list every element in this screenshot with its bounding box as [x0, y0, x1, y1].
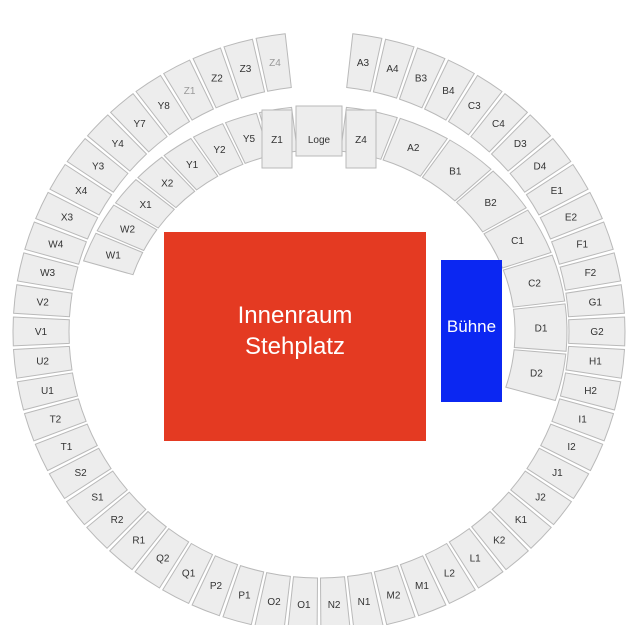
- inner-section-shape-c1[interactable]: [483, 209, 552, 269]
- outer-section-shape-k2[interactable]: [470, 510, 530, 571]
- outer-section-shape-y8[interactable]: [135, 74, 191, 136]
- loge-box[interactable]: [295, 105, 343, 157]
- inner-section-shape-c2[interactable]: [502, 254, 566, 308]
- outer-section-shape-x4[interactable]: [49, 163, 113, 216]
- outer-section-shape-z1[interactable]: [163, 59, 215, 121]
- outer-tier: A3A4B3B4C3C4D3D4E1E2F1F2G1G2H1H2I1I2J1J2…: [12, 33, 626, 625]
- outer-section-shape-a3[interactable]: [346, 33, 383, 92]
- outer-section-shape-a4[interactable]: [372, 38, 415, 99]
- outer-section-shape-p2[interactable]: [191, 555, 239, 617]
- inner-section-shape-x1[interactable]: [114, 178, 176, 229]
- outer-section-h1[interactable]: H1: [565, 345, 626, 379]
- outer-section-shape-h1[interactable]: [565, 345, 626, 379]
- stage-area: Bühne: [441, 260, 502, 402]
- outer-section-shape-m2[interactable]: [373, 564, 416, 625]
- outer-section-shape-s1[interactable]: [65, 470, 129, 526]
- outer-section-shape-z2[interactable]: [192, 47, 240, 109]
- inner-section-shape-z1[interactable]: [261, 109, 293, 169]
- outer-section-u2[interactable]: U2: [12, 345, 73, 379]
- inner-section-shape-y2[interactable]: [192, 123, 244, 176]
- outer-section-shape-e2[interactable]: [539, 191, 603, 240]
- inner-section-shape-a2[interactable]: [382, 117, 449, 177]
- outer-section-shape-f2[interactable]: [559, 252, 622, 291]
- outer-section-shape-m1[interactable]: [399, 555, 447, 617]
- floor-label-line1: Innenraum: [237, 302, 353, 329]
- outer-section-shape-y4[interactable]: [86, 114, 148, 172]
- outer-section-shape-o1[interactable]: [287, 576, 319, 625]
- inner-section-shape-b2[interactable]: [455, 170, 527, 233]
- inner-section-d1[interactable]: D1: [512, 303, 568, 352]
- inner-section-z1[interactable]: Z1: [261, 109, 293, 169]
- inner-section-shape-z4[interactable]: [345, 109, 377, 169]
- outer-section-v1[interactable]: V1: [12, 316, 70, 347]
- inner-section-shape-x2[interactable]: [137, 156, 196, 209]
- floor-standing-area[interactable]: Innenraum Stehplatz: [164, 232, 426, 441]
- outer-section-g2[interactable]: G2: [568, 316, 626, 347]
- floor-label: Innenraum Stehplatz: [164, 300, 426, 362]
- inner-section-shape-d2[interactable]: [505, 349, 567, 402]
- outer-section-shape-w4[interactable]: [24, 221, 88, 265]
- outer-section-o1[interactable]: O1: [287, 576, 319, 625]
- floor-label-line2: Stehplatz: [244, 333, 346, 360]
- outer-section-shape-w3[interactable]: [16, 252, 79, 291]
- outer-section-shape-n2[interactable]: [319, 576, 351, 625]
- outer-section-shape-f1[interactable]: [550, 221, 614, 265]
- outer-section-shape-g1[interactable]: [565, 284, 625, 318]
- outer-section-n2[interactable]: N2: [319, 576, 351, 625]
- inner-tier: A1A2B1B2C1C2D1D2W1W2X1X2Y1Y2Y5Y6Z1Z4: [82, 106, 568, 402]
- outer-section-shape-v2[interactable]: [13, 284, 73, 318]
- outer-section-shape-r2[interactable]: [86, 491, 147, 549]
- loge-section[interactable]: Loge: [295, 105, 343, 157]
- outer-section-shape-q1[interactable]: [162, 542, 214, 605]
- outer-section-shape-c4[interactable]: [470, 93, 529, 153]
- outer-section-shape-s2[interactable]: [48, 447, 112, 500]
- outer-section-shape-p1[interactable]: [222, 564, 265, 625]
- outer-section-shape-z4[interactable]: [255, 33, 292, 92]
- outer-section-shape-u1[interactable]: [16, 372, 79, 411]
- outer-section-shape-z3[interactable]: [223, 38, 266, 99]
- outer-section-shape-h2[interactable]: [559, 372, 622, 411]
- outer-section-shape-o2[interactable]: [254, 572, 291, 625]
- outer-section-shape-k1[interactable]: [491, 491, 552, 549]
- outer-section-shape-i1[interactable]: [551, 398, 615, 442]
- outer-section-shape-b4[interactable]: [423, 59, 475, 121]
- outer-section-shape-u2[interactable]: [12, 345, 73, 379]
- outer-section-shape-x3[interactable]: [35, 191, 99, 240]
- inner-section-shape-b1[interactable]: [421, 139, 492, 202]
- outer-section-shape-i2[interactable]: [540, 423, 604, 472]
- outer-section-shape-v1[interactable]: [12, 316, 70, 347]
- outer-section-shape-l1[interactable]: [448, 527, 504, 589]
- outer-section-shape-n1[interactable]: [347, 572, 384, 625]
- outer-section-shape-d4[interactable]: [509, 137, 572, 193]
- inner-section-shape-w1[interactable]: [82, 232, 144, 276]
- outer-section-shape-j2[interactable]: [509, 470, 573, 526]
- outer-section-shape-q2[interactable]: [134, 527, 190, 589]
- inner-section-d2[interactable]: D2: [505, 349, 567, 402]
- outer-section-shape-l2[interactable]: [424, 542, 476, 605]
- inner-section-shape-w2[interactable]: [96, 204, 158, 252]
- outer-section-g1[interactable]: G1: [565, 284, 625, 318]
- outer-section-shape-c3[interactable]: [447, 74, 503, 136]
- outer-section-shape-j1[interactable]: [526, 447, 590, 500]
- outer-section-shape-y3[interactable]: [66, 137, 129, 193]
- outer-section-shape-t2[interactable]: [23, 398, 87, 442]
- stage-label: Bühne: [446, 317, 497, 336]
- inner-section-shape-y1[interactable]: [163, 137, 219, 191]
- outer-section-shape-d3[interactable]: [490, 114, 552, 172]
- outer-section-shape-r1[interactable]: [108, 510, 168, 571]
- inner-section-z4[interactable]: Z4: [345, 109, 377, 169]
- outer-section-shape-b3[interactable]: [398, 47, 446, 109]
- outer-section-shape-t1[interactable]: [34, 423, 98, 472]
- outer-section-v2[interactable]: V2: [13, 284, 73, 318]
- outer-section-shape-e1[interactable]: [525, 163, 589, 216]
- outer-section-shape-g2[interactable]: [568, 316, 626, 347]
- outer-section-shape-y7[interactable]: [109, 93, 168, 153]
- inner-section-shape-d1[interactable]: [512, 303, 568, 352]
